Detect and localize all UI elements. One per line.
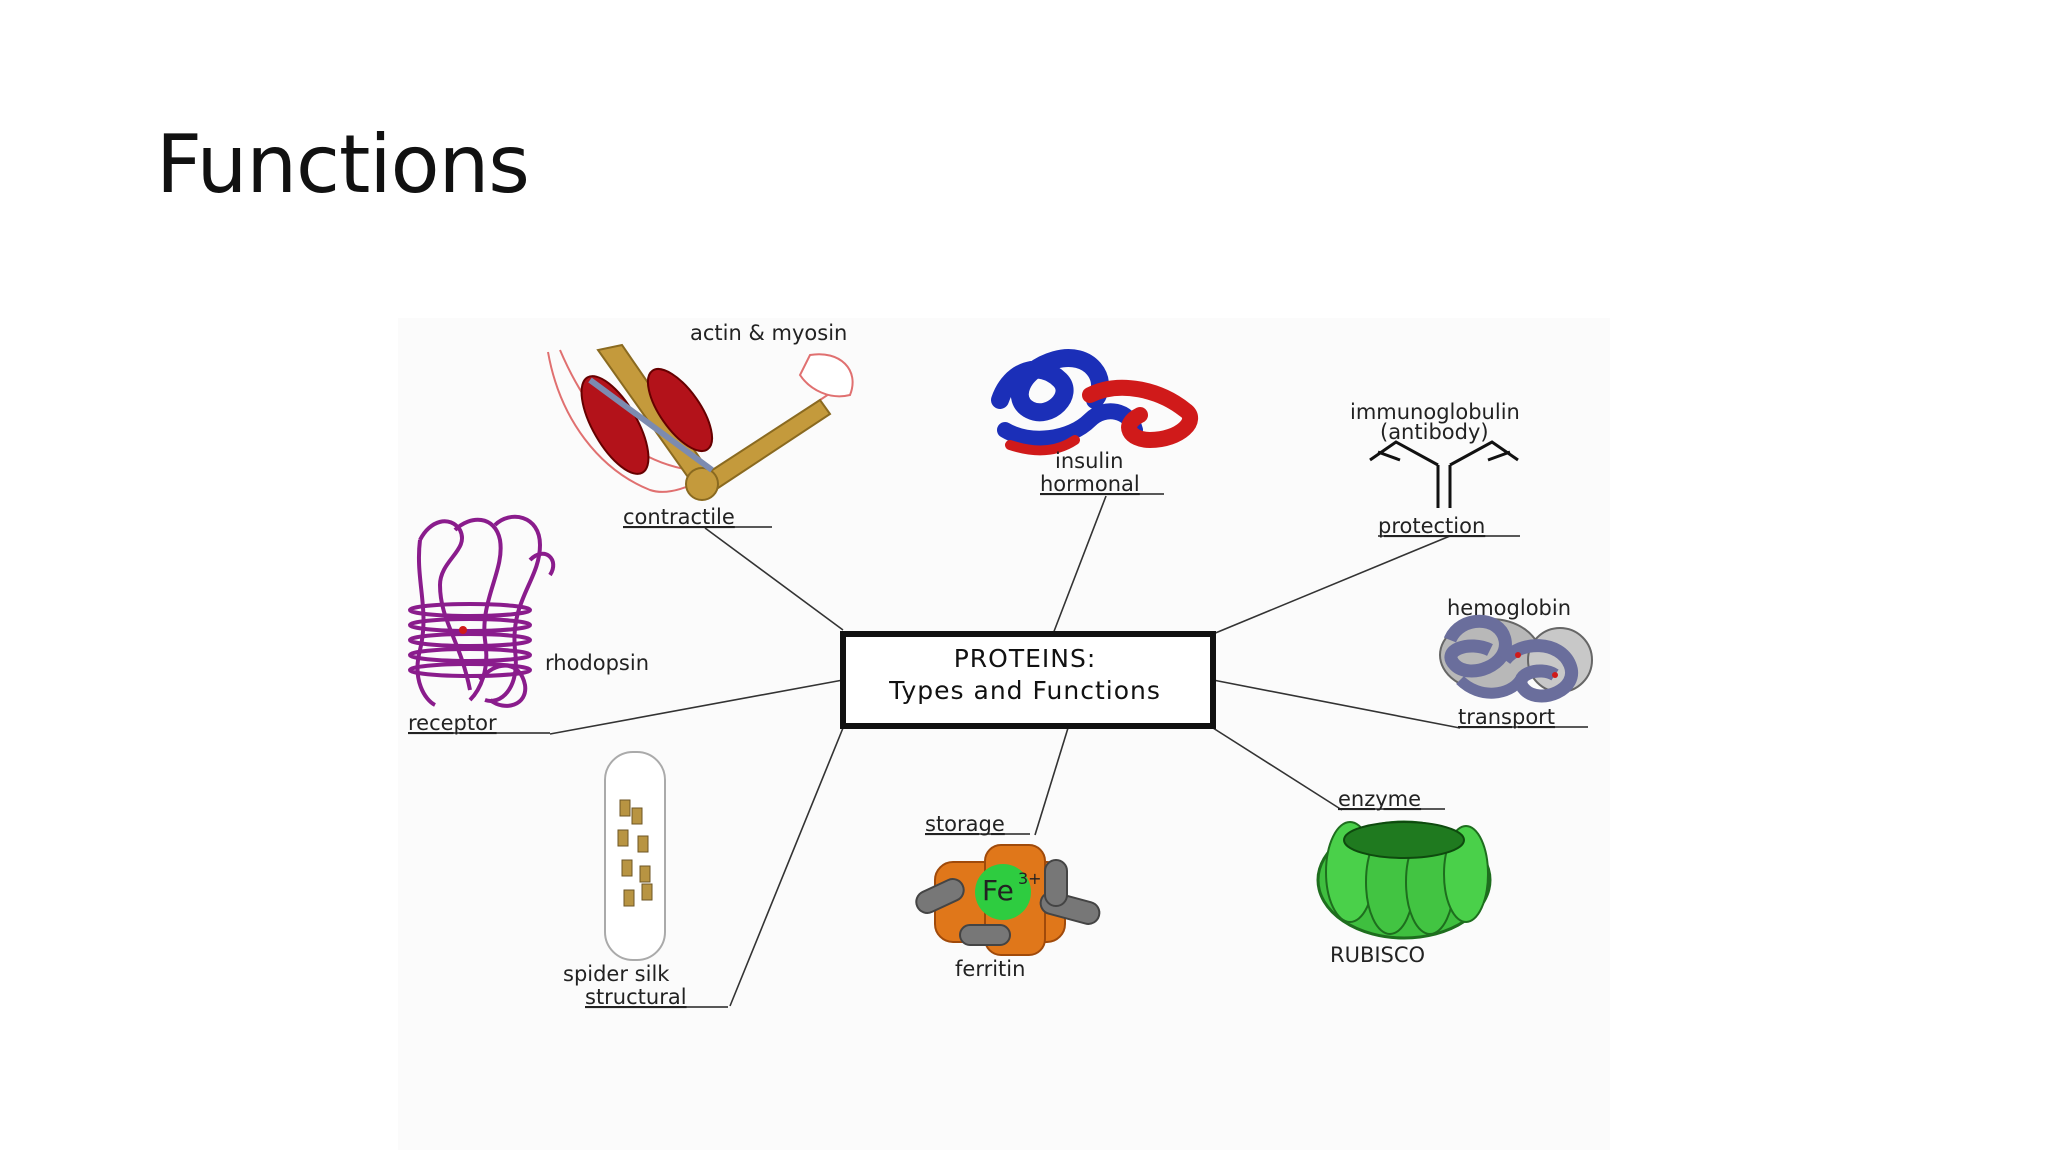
label-insulin: insulin — [1055, 449, 1123, 473]
label-fe-charge: 3+ — [1018, 869, 1042, 888]
center-box: PROTEINS: Types and Functions — [840, 631, 1216, 729]
line-structural — [729, 727, 844, 1007]
label-rubisco: RUBISCO — [1330, 943, 1425, 967]
label-ferritin: ferritin — [955, 957, 1025, 981]
line-enzyme — [1212, 727, 1343, 811]
label-spider-silk: spider silk — [563, 962, 670, 986]
label-fe: Fe — [982, 874, 1014, 907]
label-receptor: receptor — [408, 711, 497, 735]
label-enzyme: enzyme — [1338, 787, 1421, 811]
label-hemoglobin: hemoglobin — [1447, 596, 1571, 620]
hemoglobin-illustration — [1439, 614, 1593, 703]
antibody-illustration — [1369, 440, 1519, 508]
arm-illustration — [547, 343, 854, 501]
rhodopsin-illustration — [408, 514, 556, 708]
label-storage: storage — [925, 812, 1005, 836]
label-rhodopsin: rhodopsin — [545, 651, 649, 675]
center-title-line2: Types and Functions — [888, 676, 1161, 705]
label-contractile: contractile — [623, 505, 735, 529]
label-actin-myosin: actin & myosin — [690, 321, 847, 345]
ferritin-illustration — [915, 844, 1101, 956]
label-immunoglobulin: immunoglobulin — [1350, 400, 1520, 424]
slide-title: Functions — [156, 118, 530, 211]
center-title-line1: PROTEINS: — [954, 644, 1097, 673]
label-structural: structural — [585, 985, 687, 1009]
line-storage — [1034, 727, 1069, 836]
line-transport — [1212, 679, 1461, 729]
insulin-illustration — [991, 349, 1198, 456]
line-receptor — [549, 679, 844, 735]
rhodopsin-retinal-dot — [459, 626, 467, 634]
spider-silk-illustration — [604, 751, 666, 961]
line-protection — [1212, 535, 1451, 635]
line-hormonal — [1052, 495, 1107, 635]
rubisco-illustration — [1316, 820, 1492, 940]
label-hormonal: hormonal — [1040, 472, 1140, 496]
line-contractile — [704, 527, 844, 631]
label-transport: transport — [1458, 705, 1555, 729]
connector-lines — [549, 495, 1461, 1007]
label-antibody: (antibody) — [1380, 420, 1489, 444]
label-protection: protection — [1378, 514, 1485, 538]
